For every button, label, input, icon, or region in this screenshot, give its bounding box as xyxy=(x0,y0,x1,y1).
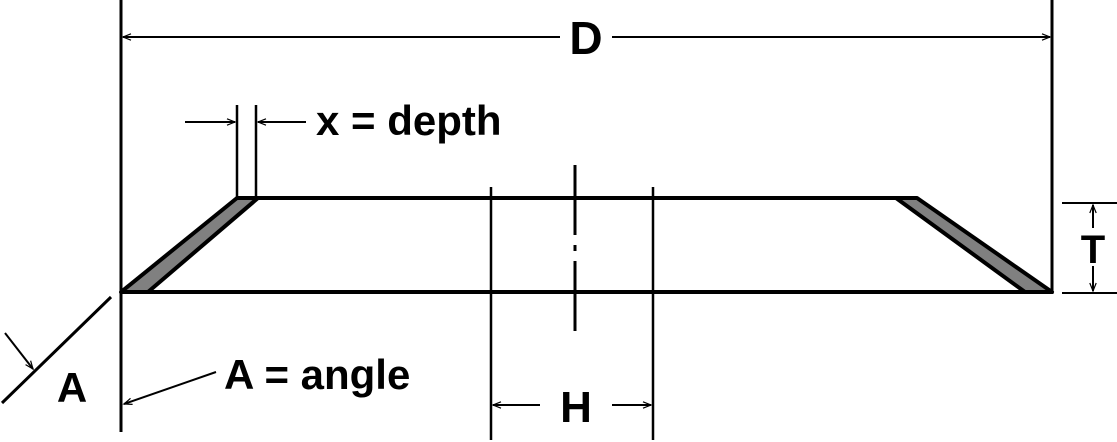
diameter-label: D xyxy=(569,12,602,64)
hole-label: H xyxy=(560,383,592,432)
angle-leader-arrow xyxy=(122,371,217,405)
angle-symbol-label: A xyxy=(57,364,87,411)
right-abrasive-rim xyxy=(894,196,1054,294)
left-abrasive-rim xyxy=(119,196,260,294)
depth-label: x = depth xyxy=(316,97,502,144)
angle-label: A = angle xyxy=(224,351,410,398)
angle-arrow xyxy=(4,332,34,371)
angle-reference-line xyxy=(0,295,113,405)
thickness-label: T xyxy=(1081,228,1105,272)
